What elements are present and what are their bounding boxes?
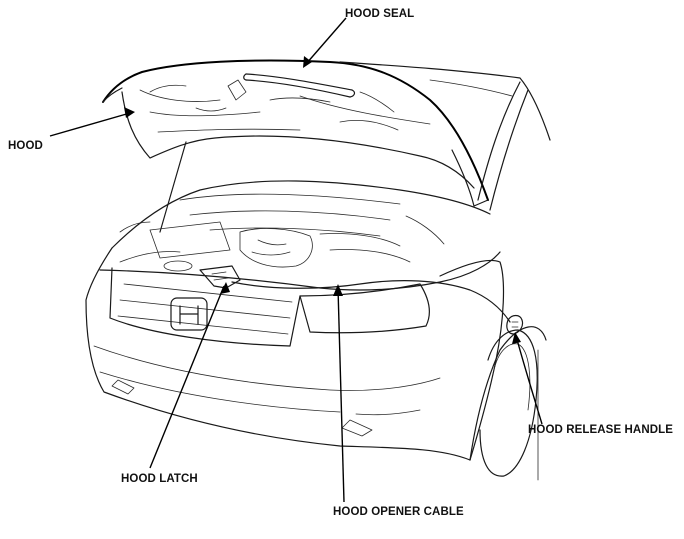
hood-seal-leader: [305, 17, 347, 65]
hood-opener-cable-label: HOOD OPENER CABLE: [333, 506, 464, 518]
hood-latch-leader: [149, 285, 225, 469]
hood-opener-cable-leader: [337, 287, 345, 503]
hood-seal-strip: [243, 73, 356, 98]
engine-bay: [111, 180, 491, 272]
front-body: [85, 247, 505, 461]
hood-release-handle-part: [506, 314, 524, 335]
front-wheel: [469, 326, 547, 481]
hood-release-handle-leader: [515, 335, 543, 425]
hood-opener-cable-line: [231, 280, 511, 323]
callout-leaders: [49, 17, 543, 503]
hood-panel: [102, 59, 489, 207]
prop-rod: [159, 141, 187, 233]
hood-seal-label: HOOD SEAL: [345, 8, 415, 20]
windshield-and-pillar: [339, 61, 551, 211]
hood-latch-part: [199, 265, 241, 289]
hood-release-handle-label: HOOD RELEASE HANDLE: [528, 424, 674, 436]
hood-latch-label: HOOD LATCH: [121, 473, 198, 485]
brand-emblem: [170, 297, 208, 331]
hood-label: HOOD: [8, 140, 43, 152]
hood-leader: [49, 112, 131, 137]
